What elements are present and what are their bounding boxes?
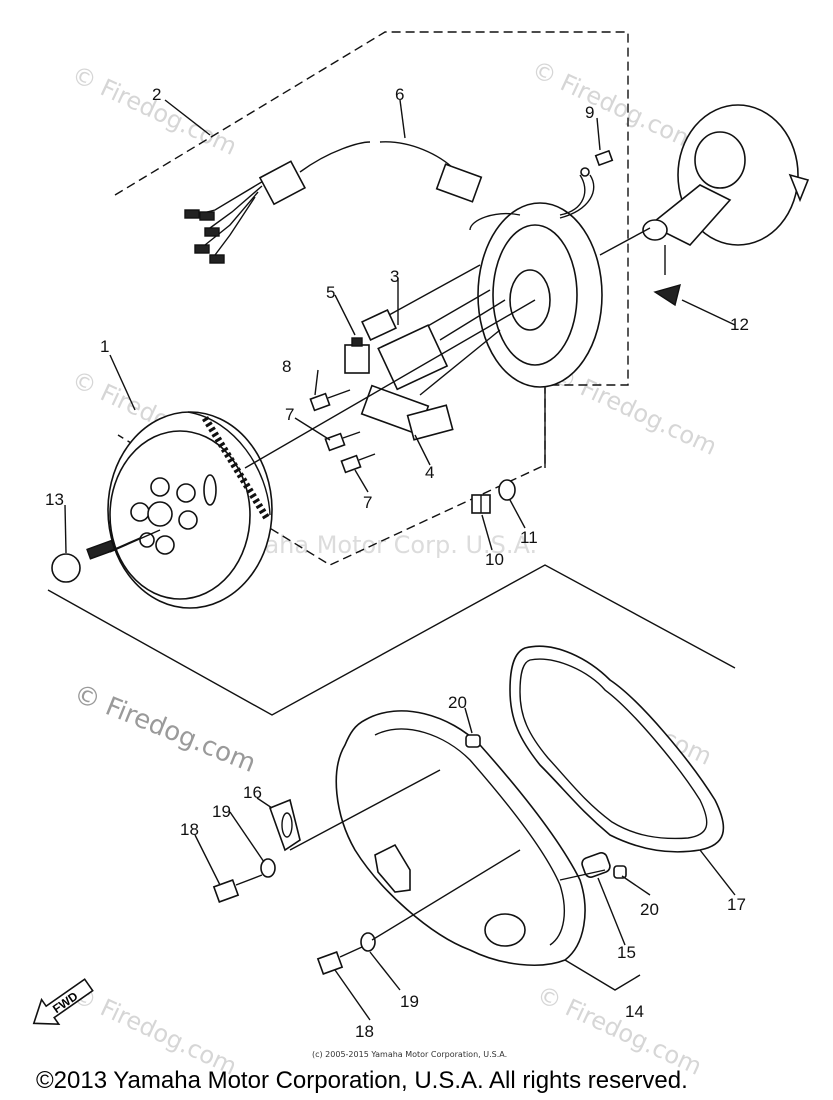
- callout-12: 12: [730, 315, 749, 334]
- callout-labels: 1 2 3 4 5 6 7 7 8 9 10 11 12 13 14 15 16…: [45, 85, 749, 1041]
- callout-19a: 19: [212, 802, 231, 821]
- lighting-coil: [360, 384, 454, 441]
- callout-16: 16: [243, 783, 262, 802]
- watermark-text: © Firedog.com: [547, 360, 721, 461]
- callout-19b: 19: [400, 992, 419, 1011]
- group-outline-flywheel: [47, 564, 736, 716]
- stator-harness: [184, 141, 483, 264]
- cover-gasket: [509, 645, 725, 853]
- plug-20b: [613, 865, 627, 879]
- callout-7a: 7: [285, 405, 294, 424]
- callout-5: 5: [326, 283, 335, 302]
- callout-2: 2: [152, 85, 161, 104]
- plug-20a: [465, 734, 481, 748]
- watermark-text: © Firedog.com: [532, 980, 706, 1081]
- reference-lines: [107, 227, 666, 553]
- copyright-notice: ©2013 Yamaha Motor Corporation, U.S.A. A…: [36, 1067, 688, 1094]
- callout-1: 1: [100, 337, 109, 356]
- callout-20b: 20: [640, 900, 659, 919]
- callout-14: 14: [625, 1002, 644, 1021]
- watermark-text: © Firedog.com: [527, 55, 701, 156]
- callout-9: 9: [585, 103, 594, 122]
- watermark-text: © Firedog.com: [67, 60, 241, 161]
- watermark-large: © Firedog.com: [69, 679, 260, 779]
- callout-13: 13: [45, 490, 64, 509]
- callout-20a: 20: [448, 693, 467, 712]
- callout-11: 11: [520, 528, 538, 547]
- group-outline-stator: [114, 31, 629, 566]
- stator-plate: [379, 174, 603, 396]
- charge-coil: [361, 308, 449, 391]
- lower-reference-lines: [289, 769, 641, 991]
- cover-bolts: [212, 858, 376, 975]
- pickup-coil: [344, 337, 370, 374]
- crankcase-cover: [335, 710, 586, 966]
- callout-7b: 7: [363, 493, 372, 512]
- watermark-text: © Firedog.com: [67, 980, 241, 1081]
- ring-gear-teeth: [202, 416, 271, 522]
- bolt-washer: [471, 479, 516, 514]
- callout-4: 4: [425, 463, 434, 482]
- woodruff-key: [653, 284, 681, 307]
- coil-screws: [309, 389, 376, 474]
- callout-18a: 18: [180, 820, 199, 839]
- fine-print: (c) 2005-2015 Yamaha Motor Corporation, …: [312, 1050, 507, 1059]
- crank-housing: [642, 104, 810, 246]
- flywheel-rotor: [107, 411, 273, 609]
- callout-3: 3: [390, 267, 399, 286]
- ground-screw: [559, 149, 614, 219]
- flywheel-bolt: [51, 529, 161, 583]
- cable-clamp: [268, 798, 301, 852]
- callout-15: 15: [617, 943, 636, 962]
- callout-17: 17: [727, 895, 746, 914]
- callout-10: 10: [485, 550, 504, 569]
- callout-18b: 18: [355, 1022, 374, 1041]
- callout-8: 8: [282, 357, 291, 376]
- callout-6: 6: [395, 85, 404, 104]
- leader-lines: [64, 99, 736, 1021]
